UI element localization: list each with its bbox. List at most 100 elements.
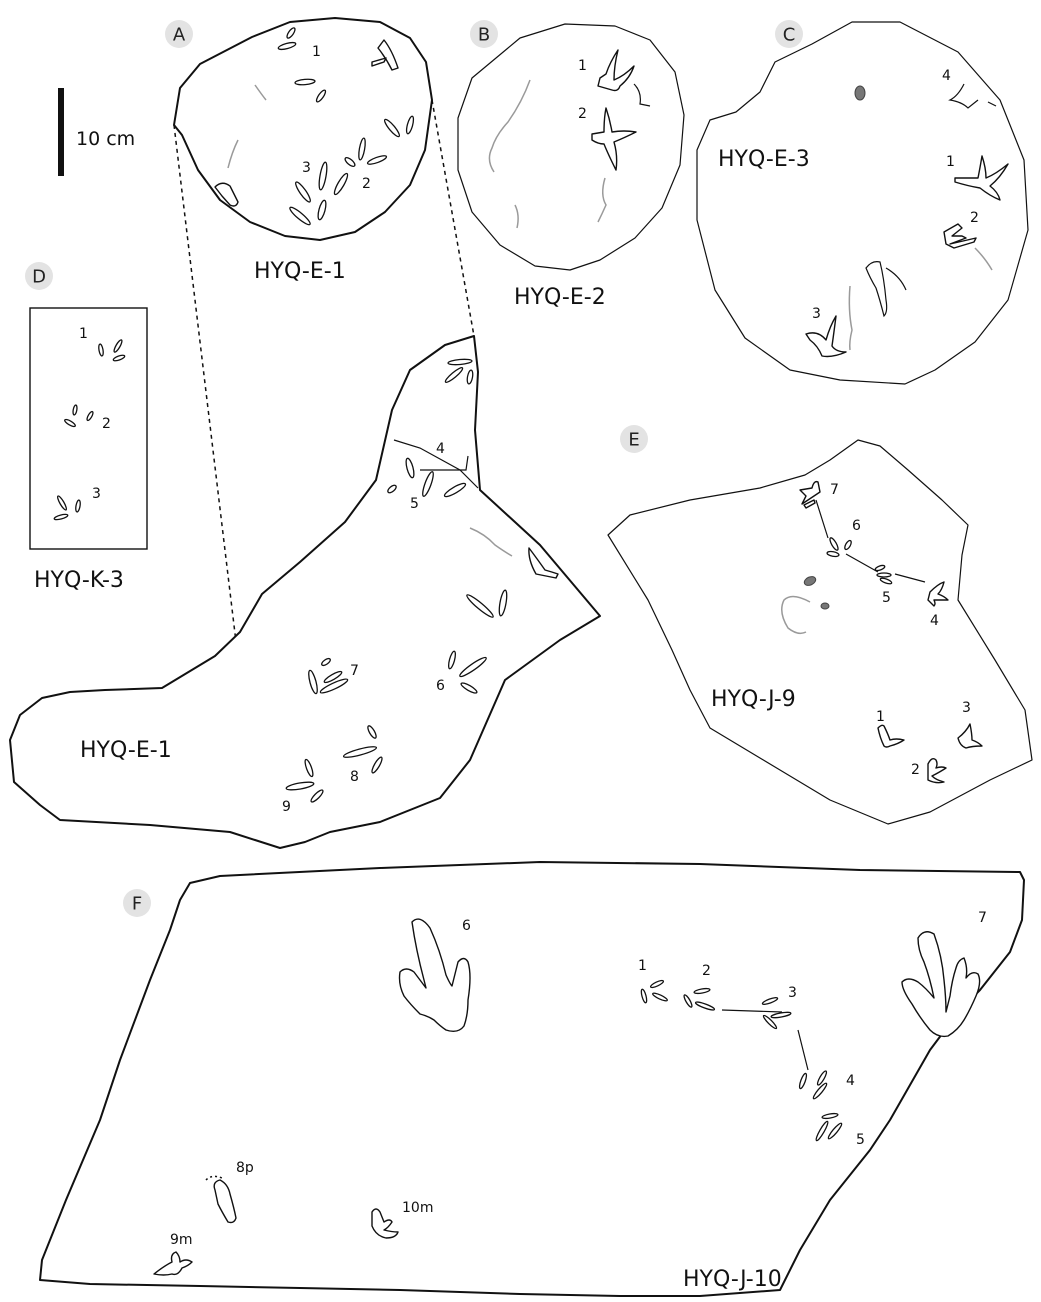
track-label: 2 <box>970 210 979 226</box>
panel-badge-c <box>775 20 803 48</box>
pebble <box>854 85 866 101</box>
slab-hyq-e-3 <box>696 21 1029 385</box>
track-label: 6 <box>852 518 861 534</box>
footprint-f2 <box>683 987 716 1011</box>
footprint-f6 <box>398 918 471 1033</box>
footprint-detail-4 <box>387 457 467 498</box>
footprint-e1 <box>877 724 905 748</box>
track-label: 5 <box>882 590 891 606</box>
crack <box>781 595 811 635</box>
slab-hyq-e-1-detail <box>9 335 601 849</box>
pebble <box>820 602 830 610</box>
slab-label: HYQ-J-10 <box>683 1267 782 1292</box>
crack <box>469 527 513 557</box>
scale-bar-line <box>58 88 64 176</box>
footprint-detail-6 <box>447 650 487 694</box>
track-label: 3 <box>92 486 101 502</box>
panel-e: E 7 6 5 4 1 3 2 HYQ-J-9 <box>607 425 1033 825</box>
track-label: 1 <box>946 154 955 170</box>
track-label: 8p <box>236 1160 254 1176</box>
crack <box>974 247 993 271</box>
track-label: 7 <box>350 663 359 679</box>
track-label: 3 <box>812 306 821 322</box>
track-label: 6 <box>436 678 445 694</box>
footprint-detail-8 <box>342 725 383 774</box>
footprint-c2 <box>943 223 977 249</box>
footprint-b1 <box>597 49 635 92</box>
footprint-c1 <box>954 155 1009 201</box>
panel-letter-a: A <box>173 25 186 46</box>
track-label: 1 <box>79 326 88 342</box>
track-label: 4 <box>846 1073 855 1089</box>
footprint-detail-mid <box>466 589 508 618</box>
footprint-f1 <box>640 979 668 1004</box>
zoom-connector-left <box>173 124 237 643</box>
track-crease <box>420 455 469 471</box>
panel-letter-b: B <box>478 25 490 46</box>
slab-label: HYQ-E-2 <box>514 285 606 310</box>
footprint-a2 <box>344 115 415 167</box>
track-label: 2 <box>578 106 587 122</box>
scale-bar: 10 cm <box>58 88 135 176</box>
track-label: 1 <box>578 58 587 74</box>
footprint-e4 <box>927 581 949 607</box>
track-label: 4 <box>436 441 445 457</box>
track-label: 3 <box>962 700 971 716</box>
footprint-e5 <box>874 564 893 585</box>
track-label: 1 <box>638 958 647 974</box>
track-label: 4 <box>942 68 951 84</box>
footprint-detail-top <box>444 358 474 385</box>
footprint <box>214 182 239 207</box>
footprint-d3 <box>98 339 126 362</box>
track-label: 4 <box>930 613 939 629</box>
track-label: 9m <box>170 1232 193 1248</box>
track-label: 8 <box>350 769 359 785</box>
track-label: 2 <box>911 762 920 778</box>
footprint-f8p <box>213 1179 237 1224</box>
track-label: 6 <box>462 918 471 934</box>
footprint-c4 <box>948 83 979 109</box>
footprint-f3 <box>761 997 792 1030</box>
footprint-c3 <box>805 315 847 358</box>
slab-label: HYQ-K-3 <box>34 568 124 593</box>
footprint-e2 <box>927 757 947 784</box>
footprint-f5 <box>815 1112 843 1142</box>
track-label: 10m <box>402 1200 433 1216</box>
track-mark <box>987 101 997 107</box>
panel-b: B 1 2 HYQ-E-2 <box>457 20 685 310</box>
crack <box>227 139 239 169</box>
panel-badge-e <box>620 425 648 453</box>
track-mark <box>865 261 888 318</box>
track-label: 2 <box>102 416 111 432</box>
track-label: 1 <box>312 44 321 60</box>
track-crease <box>393 439 479 489</box>
crack <box>597 177 607 223</box>
footprint-e3 <box>957 723 983 749</box>
track-label: 1 <box>876 709 885 725</box>
footprint-f9m <box>153 1251 193 1276</box>
panel-letter-c: C <box>783 25 796 46</box>
crack <box>254 84 267 101</box>
footprint-a3 <box>289 161 349 226</box>
footprint-d1 <box>53 495 81 521</box>
slab-hyq-j-9 <box>607 439 1033 825</box>
panel-c: C 4 1 2 3 HYQ-E-3 <box>696 20 1029 385</box>
footprint-f10m <box>371 1208 399 1239</box>
slab-hyq-k-3 <box>29 307 148 550</box>
footprint <box>371 39 399 71</box>
pebble <box>803 576 817 586</box>
footprint-e7 <box>799 480 821 509</box>
panel-a: A 1 2 3 HYQ-E-1 <box>165 17 433 284</box>
track-label: 5 <box>856 1132 865 1148</box>
panel-a-detail: 4 5 6 7 8 9 HYQ- <box>9 335 601 849</box>
panel-badge-d <box>25 262 53 290</box>
track-label: 2 <box>702 963 711 979</box>
panel-badge-b <box>470 20 498 48</box>
slab-label: HYQ-E-1 <box>254 259 346 284</box>
trackway-line <box>815 499 926 583</box>
footprint-detail-small <box>528 547 559 579</box>
track-mark <box>885 267 907 291</box>
slab-label: HYQ-E-3 <box>718 147 810 172</box>
footprint-e6 <box>826 537 852 558</box>
